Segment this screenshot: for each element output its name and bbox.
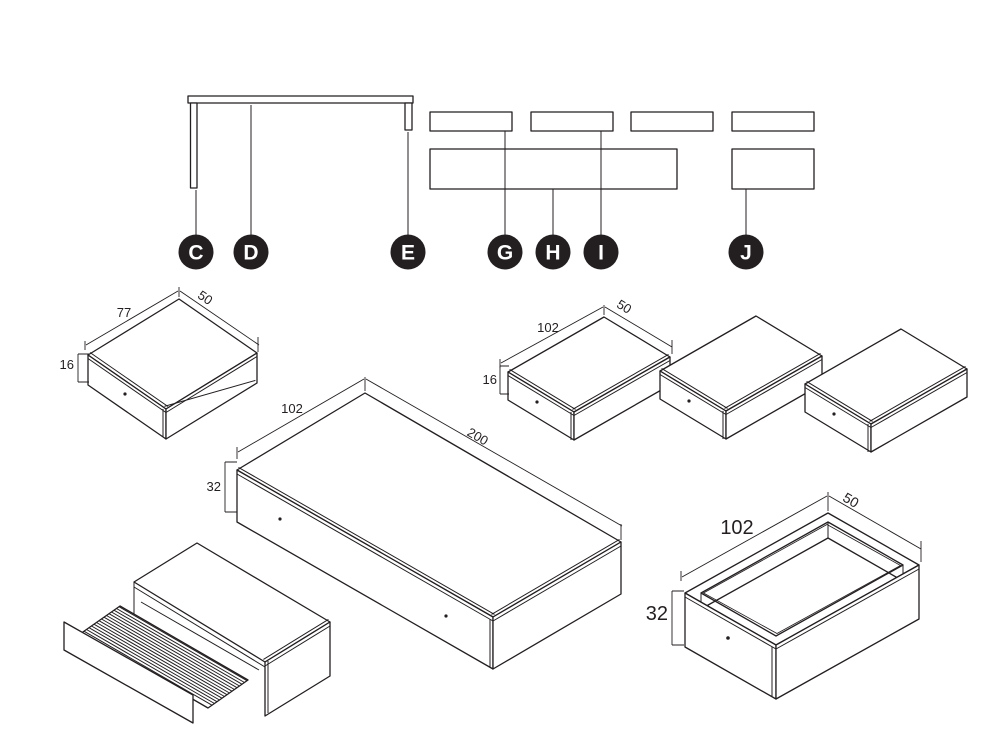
trundle-frame-interior-line [140, 601, 260, 671]
callout-j: J [728, 234, 764, 270]
left-post [189, 102, 198, 189]
bed-base-box: 102 200 32 [207, 377, 623, 670]
shelf-box-3-dot [832, 412, 836, 416]
bed-base-dot-2 [444, 614, 448, 618]
callout-i-badge [583, 234, 619, 270]
callout-j-letter: J [740, 242, 752, 265]
shelf-box-1-dot [535, 400, 539, 404]
callout-c-letter: C [188, 242, 203, 265]
callout-d-badge [233, 234, 269, 270]
dim-shelf-box-height: 16 [483, 372, 497, 387]
open-drawer-handle-dot [726, 636, 730, 640]
trundle-frame-front-right-face [264, 621, 331, 717]
bed-base-dot-1 [278, 517, 282, 521]
dim-small-box-width: 77 [117, 305, 131, 320]
callout-c-badge [178, 234, 214, 270]
dim-small-box-depth: 50 [195, 287, 215, 308]
right-post [404, 102, 413, 131]
callout-d: D [233, 234, 269, 270]
slat-lines [83, 606, 248, 706]
callout-e: E [390, 234, 426, 270]
side-panel-wide [429, 148, 678, 190]
shelf-box-3-front-right-face [870, 368, 968, 453]
trundle-frame [133, 542, 331, 717]
open-drawer-front-right-face [775, 564, 920, 700]
dim-shelf-box-depth: 50 [614, 296, 634, 316]
callout-h-badge [535, 234, 571, 270]
slat-panel-2 [530, 111, 614, 132]
open-drawer-dimensions: 102 50 32 [646, 489, 922, 646]
small-box-dimensions: 77 50 16 [60, 287, 260, 383]
dim-small-box-height: 16 [60, 357, 74, 372]
bed-base-dimensions: 102 200 32 [207, 377, 623, 540]
slat-panel-3 [630, 111, 714, 132]
shelf-box-2-dot [687, 399, 691, 403]
callout-e-badge [390, 234, 426, 270]
open-drawer-box: 102 50 32 [646, 489, 922, 700]
trundle-front-panel [63, 621, 194, 724]
callout-g-letter: G [497, 242, 513, 265]
callout-g: G [487, 234, 523, 270]
dim-open-drawer-depth: 50 [840, 489, 862, 511]
slat-panel-4 [731, 111, 815, 132]
dim-bed-base-height: 32 [207, 479, 221, 494]
slat-panel-1 [429, 111, 513, 132]
shelf-box-1: 102 50 16 [483, 296, 673, 441]
dim-shelf-box-width: 102 [537, 320, 559, 335]
callout-d-letter: D [243, 242, 258, 265]
leader-lines [195, 105, 747, 235]
flat-panels [429, 111, 815, 190]
callout-h: H [535, 234, 571, 270]
rail-profile-part [187, 95, 414, 189]
trundle-slat-base [63, 605, 249, 724]
trundle-drawer [63, 542, 331, 724]
small-box-top-edge-line [164, 379, 256, 407]
callout-c: C [178, 234, 214, 270]
side-panel-right [731, 148, 815, 190]
bed-base-front-right-face [492, 541, 622, 670]
small-box: 77 50 16 [60, 287, 260, 440]
shelf-box-2 [659, 315, 823, 440]
dim-open-drawer-width: 102 [720, 517, 753, 539]
callout-i-letter: I [598, 242, 604, 265]
shelf-box-dimensions: 102 50 16 [483, 296, 673, 395]
small-box-handle-dot [123, 392, 127, 396]
callout-i: I [583, 234, 619, 270]
callout-j-badge [728, 234, 764, 270]
small-box-front-right-face [165, 352, 258, 440]
callout-g-badge [487, 234, 523, 270]
top-rail [187, 95, 414, 104]
callout-h-letter: H [545, 242, 560, 265]
callouts: C D E G H I J [178, 234, 764, 270]
dim-bed-base-width: 102 [281, 401, 303, 416]
open-drawer-inner-rim [700, 521, 904, 637]
dim-open-drawer-height: 32 [646, 603, 668, 625]
shelf-box-3 [804, 328, 968, 453]
dim-bed-base-length: 200 [465, 425, 491, 449]
callout-e-letter: E [401, 242, 415, 265]
